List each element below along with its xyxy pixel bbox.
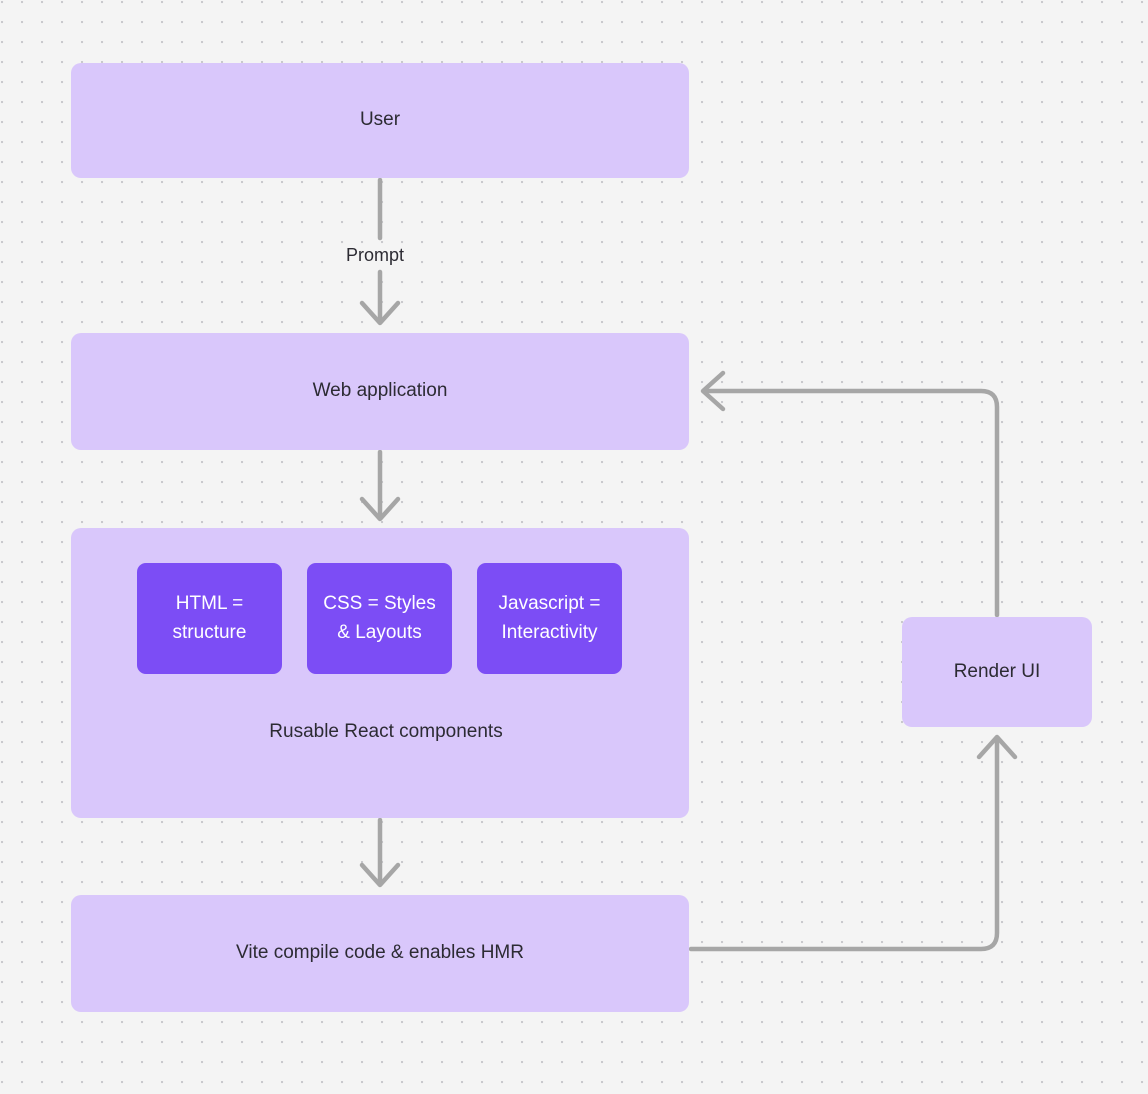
edge-vite-compile-to-render-ui[interactable] (688, 734, 1018, 952)
node-vite-compile-label: Vite compile code & enables HMR (236, 942, 524, 964)
node-web-application-label: Web application (312, 380, 448, 402)
node-user[interactable]: User (71, 63, 689, 178)
node-javascript-interactivity-label: Javascript = Interactivity (498, 592, 601, 643)
node-react-components-label: Rusable React components (269, 721, 503, 742)
node-user-label: User (359, 109, 401, 131)
node-html-structure[interactable]: HTML = structure (137, 563, 282, 674)
edge-label-prompt: Prompt (341, 245, 410, 266)
node-vite-compile[interactable]: Vite compile code & enables HMR (71, 895, 689, 1012)
node-render-ui-label: Render UI (953, 660, 1041, 682)
edge-react-components-to-vite-compile[interactable] (359, 817, 401, 888)
node-html-structure-label: HTML = structure (172, 592, 247, 643)
node-javascript-interactivity[interactable]: Javascript = Interactivity (477, 563, 622, 674)
node-render-ui[interactable]: Render UI (902, 617, 1092, 727)
node-css-styles[interactable]: CSS = Styles & Layouts (307, 563, 452, 674)
node-web-application[interactable]: Web application (71, 333, 689, 450)
edge-web-application-to-react-components[interactable] (359, 449, 401, 522)
node-css-styles-label: CSS = Styles & Layouts (323, 592, 436, 643)
edge-render-ui-to-web-application[interactable] (700, 370, 1000, 618)
